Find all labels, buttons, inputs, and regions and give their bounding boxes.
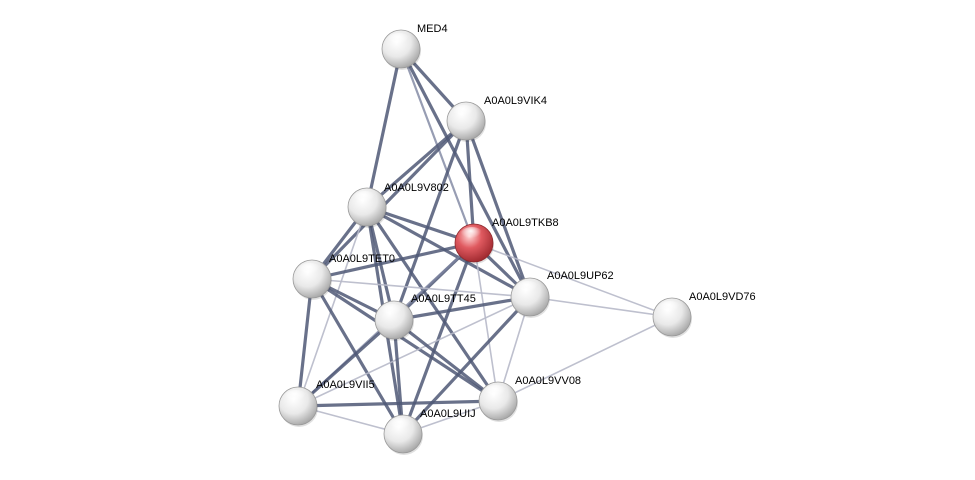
node-a0a0l9tt45[interactable]: A0A0L9TT45 xyxy=(374,293,476,341)
edge-a0a0l9v802-a0a0l9vii5[interactable] xyxy=(297,206,368,407)
node-highlight xyxy=(298,263,322,279)
node-a0a0l9vv08[interactable]: A0A0L9VV08 xyxy=(478,375,581,422)
node-a0a0l9uij[interactable]: A0A0L9UIJ xyxy=(383,408,476,455)
edge-a0a0l9up62-a0a0l9vii5[interactable] xyxy=(297,296,531,407)
node-label-med4: MED4 xyxy=(417,23,448,35)
node-label-a0a0l9vd76: A0A0L9VD76 xyxy=(689,291,756,303)
edge-a0a0l9tet0-a0a0l9vii5[interactable] xyxy=(296,277,314,408)
node-highlight xyxy=(353,191,377,207)
node-a0a0l9up62[interactable]: A0A0L9UP62 xyxy=(510,270,614,318)
edge-a0a0l9vik4-a0a0l9v802[interactable] xyxy=(365,119,468,209)
node-highlight xyxy=(389,418,413,434)
edge-a0a0l9v802-a0a0l9up62[interactable] xyxy=(365,205,532,299)
node-a0a0l9tkb8[interactable]: A0A0L9TKB8 xyxy=(454,217,559,264)
node-highlight xyxy=(284,390,308,406)
node-label-a0a0l9vik4: A0A0L9VIK4 xyxy=(484,95,547,107)
edge-a0a0l9vik4-a0a0l9tet0[interactable] xyxy=(310,119,468,281)
edge-a0a0l9tkb8-a0a0l9uij[interactable] xyxy=(401,241,476,436)
node-label-a0a0l9uij: A0A0L9UIJ xyxy=(420,408,476,420)
node-a0a0l9v802[interactable]: A0A0L9V802 xyxy=(347,182,449,228)
edge-a0a0l9tt45-a0a0l9vii5[interactable] xyxy=(296,318,396,408)
edge-a0a0l9tet0-a0a0l9vv08[interactable] xyxy=(310,277,500,403)
edge-a0a0l9up62-a0a0l9uij[interactable] xyxy=(401,295,532,436)
edge-a0a0l9up62-a0a0l9vd76[interactable] xyxy=(529,296,673,318)
edge-a0a0l9tkb8-a0a0l9vv08[interactable] xyxy=(473,242,499,402)
edge-a0a0l9tet0-a0a0l9uij[interactable] xyxy=(310,277,405,436)
node-label-a0a0l9tkb8: A0A0L9TKB8 xyxy=(492,217,559,229)
node-highlight xyxy=(460,227,484,243)
edge-a0a0l9tet0-a0a0l9up62[interactable] xyxy=(311,278,531,298)
node-highlight xyxy=(484,385,508,401)
node-a0a0l9vii5[interactable]: A0A0L9VII5 xyxy=(278,379,375,427)
node-highlight xyxy=(387,33,411,49)
edge-a0a0l9vik4-a0a0l9tkb8[interactable] xyxy=(464,119,476,245)
node-label-a0a0l9tet0: A0A0L9TET0 xyxy=(329,253,395,265)
node-label-a0a0l9up62: A0A0L9UP62 xyxy=(547,270,614,282)
node-highlight xyxy=(516,281,540,297)
edge-a0a0l9vik4-a0a0l9up62[interactable] xyxy=(464,119,532,299)
node-label-a0a0l9v802: A0A0L9V802 xyxy=(384,182,449,194)
node-label-a0a0l9vv08: A0A0L9VV08 xyxy=(515,375,581,387)
node-label-a0a0l9tt45: A0A0L9TT45 xyxy=(411,293,476,305)
edge-a0a0l9up62-a0a0l9tt45[interactable] xyxy=(392,295,532,322)
edge-a0a0l9vii5-a0a0l9vv08[interactable] xyxy=(296,399,500,408)
node-a0a0l9tet0[interactable]: A0A0L9TET0 xyxy=(292,253,395,300)
edge-a0a0l9vd76-a0a0l9vv08[interactable] xyxy=(497,316,673,402)
edge-a0a0l9tkb8-a0a0l9tet0[interactable] xyxy=(310,241,476,281)
node-highlight xyxy=(380,304,404,320)
node-highlight xyxy=(452,105,476,121)
nodes-layer: MED4A0A0L9VIK4A0A0L9V802A0A0L9TKB8A0A0L9… xyxy=(278,23,756,455)
edge-a0a0l9tkb8-a0a0l9vd76[interactable] xyxy=(473,242,673,318)
edge-a0a0l9tt45-a0a0l9vv08[interactable] xyxy=(392,318,500,403)
node-a0a0l9vd76[interactable]: A0A0L9VD76 xyxy=(652,291,756,338)
edge-a0a0l9v802-a0a0l9vv08[interactable] xyxy=(365,205,500,403)
node-med4[interactable]: MED4 xyxy=(381,23,448,70)
node-a0a0l9vik4[interactable]: A0A0L9VIK4 xyxy=(446,95,547,142)
node-label-a0a0l9vii5: A0A0L9VII5 xyxy=(316,379,375,391)
node-highlight xyxy=(658,301,682,317)
edge-med4-a0a0l9v802[interactable] xyxy=(365,47,403,209)
